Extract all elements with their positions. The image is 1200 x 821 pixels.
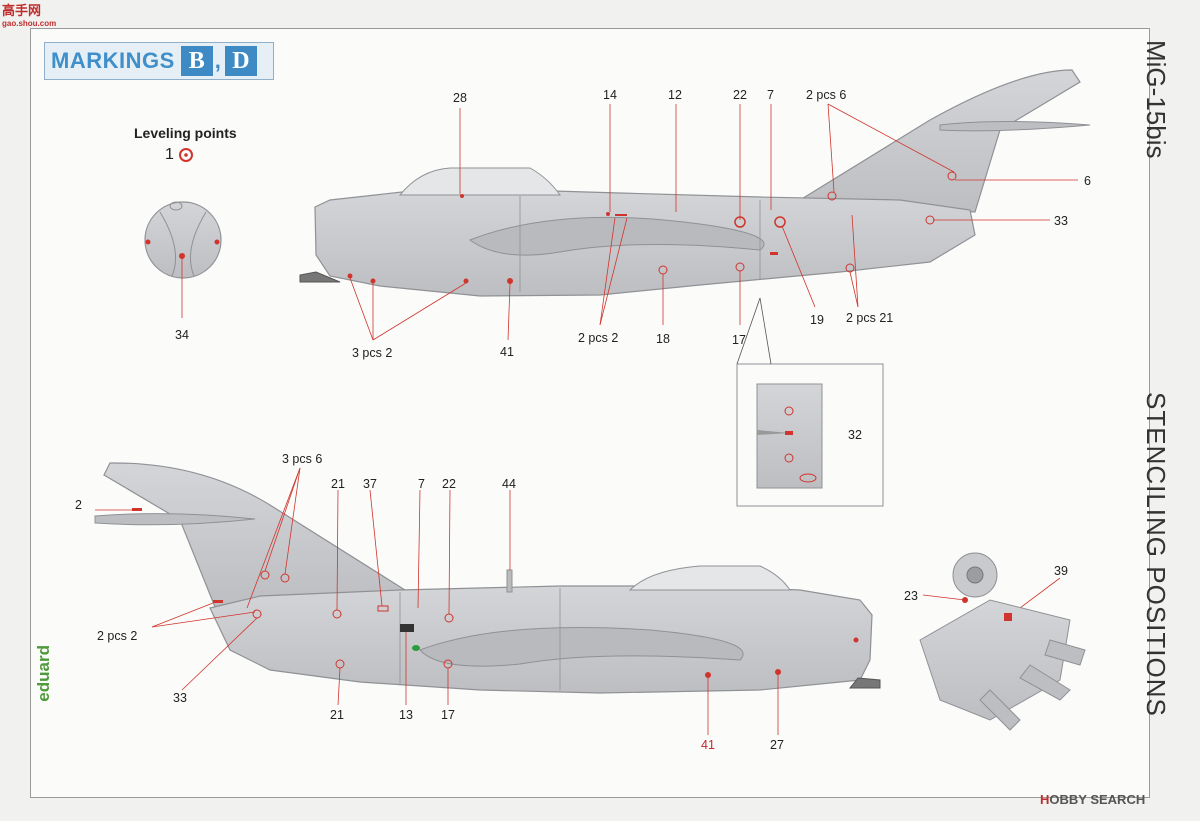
callout-19: 19 bbox=[810, 313, 824, 327]
callout-14: 14 bbox=[603, 88, 617, 102]
leveling-points-title: Leveling points bbox=[134, 125, 237, 141]
aircraft-side-view-top bbox=[299, 69, 1091, 297]
callout-7: 7 bbox=[418, 477, 425, 491]
leveling-points-number: 1 bbox=[165, 146, 174, 163]
callout-3pcs2: 3 pcs 2 bbox=[352, 346, 392, 360]
detail-inset-box bbox=[736, 297, 884, 507]
aircraft-model-title: MiG-15bis bbox=[1141, 40, 1171, 159]
markings-label: MARKINGS bbox=[51, 48, 175, 73]
callout-2pcs2: 2 pcs 2 bbox=[97, 629, 137, 643]
callout-21-lower: 21 bbox=[330, 708, 344, 722]
site-logo-text: 高手网 bbox=[2, 3, 42, 18]
leveling-point-icon bbox=[179, 148, 193, 162]
marking-b-badge: B bbox=[180, 46, 213, 76]
callout-2pcs6: 2 pcs 6 bbox=[806, 88, 846, 102]
callout-labels-top: 28 14 12 22 7 2 pcs 6 6 33 34 3 pcs 2 41… bbox=[175, 88, 1091, 442]
front-view-fuselage bbox=[144, 201, 222, 318]
callout-2pcs21: 2 pcs 21 bbox=[846, 311, 893, 325]
callout-13: 13 bbox=[399, 708, 413, 722]
callout-41: 41 bbox=[701, 738, 715, 752]
callout-17: 17 bbox=[441, 708, 455, 722]
callout-37: 37 bbox=[363, 477, 377, 491]
callout-34: 34 bbox=[175, 328, 189, 342]
hobby-logo-mark: H bbox=[1040, 792, 1050, 807]
marking-separator: , bbox=[214, 48, 221, 73]
callout-41: 41 bbox=[500, 345, 514, 359]
callout-12: 12 bbox=[668, 88, 682, 102]
hobby-logo-text: OBBY SEARCH bbox=[1049, 792, 1146, 807]
site-logo: 高手网 gao.shou.com bbox=[2, 0, 56, 28]
leader-lines-top bbox=[349, 103, 1078, 434]
leader-lines-bottom bbox=[95, 467, 1061, 735]
hobby-search-logo: HOBBY SEARCH bbox=[1040, 792, 1145, 807]
callout-2pcs2: 2 pcs 2 bbox=[578, 331, 618, 345]
callout-32: 32 bbox=[848, 428, 862, 442]
callout-7: 7 bbox=[767, 88, 774, 102]
callout-27: 27 bbox=[770, 738, 784, 752]
callout-21-upper: 21 bbox=[331, 477, 345, 491]
landing-gear-detail bbox=[919, 552, 1086, 731]
callout-44: 44 bbox=[502, 477, 516, 491]
callout-3pcs6: 3 pcs 6 bbox=[282, 452, 322, 466]
aircraft-side-view-bottom bbox=[94, 462, 881, 694]
callout-22: 22 bbox=[733, 88, 747, 102]
callout-39: 39 bbox=[1054, 564, 1068, 578]
callout-33: 33 bbox=[1054, 214, 1068, 228]
callout-22: 22 bbox=[442, 477, 456, 491]
callout-6: 6 bbox=[1084, 174, 1091, 188]
callout-28: 28 bbox=[453, 91, 467, 105]
callout-33: 33 bbox=[173, 691, 187, 705]
markings-header: MARKINGS B , D bbox=[44, 42, 274, 80]
marking-d-badge: D bbox=[224, 46, 257, 76]
callout-23: 23 bbox=[904, 589, 918, 603]
callout-17: 17 bbox=[732, 333, 746, 347]
callout-2: 2 bbox=[75, 498, 82, 512]
stenciling-title: STENCILING POSITIONS bbox=[1141, 392, 1171, 717]
callout-labels-bottom: 3 pcs 6 2 21 37 7 22 44 2 pcs 2 33 21 13… bbox=[75, 452, 1068, 752]
site-logo-url: gao.shou.com bbox=[2, 19, 57, 28]
callout-18: 18 bbox=[656, 332, 670, 346]
